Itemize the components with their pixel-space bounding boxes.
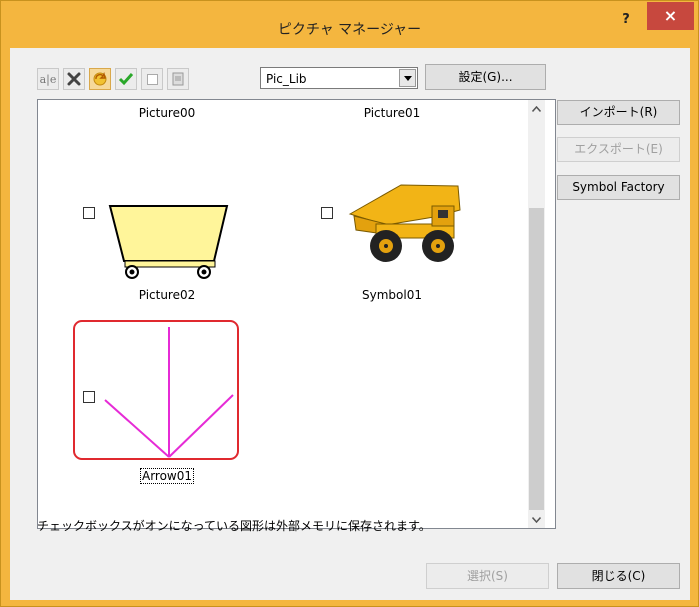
swap-arrows-icon — [93, 71, 107, 86]
chevron-up-icon — [532, 105, 541, 112]
item-checkbox[interactable] — [321, 207, 333, 219]
chevron-down-icon[interactable] — [399, 69, 416, 87]
window-title: ピクチャ マネージャー — [277, 22, 422, 38]
library-select[interactable]: Pic_Lib — [260, 67, 418, 89]
dump-truck-icon — [348, 184, 461, 262]
import-button[interactable]: インポート(R) — [557, 100, 680, 125]
close-button[interactable]: 閉じる(C) — [557, 563, 680, 589]
scroll-up-button[interactable] — [528, 100, 545, 117]
document-icon — [172, 72, 184, 86]
picture-list[interactable]: Picture00 Picture01 Picture02 — [37, 99, 556, 529]
empty-checkbox-icon — [146, 73, 158, 85]
selected-item-text: Arrow01 — [139, 468, 195, 484]
cart-picture-icon — [108, 205, 229, 279]
dialog-client-area: a|e Pic_Lib — [10, 48, 690, 600]
delete-button[interactable] — [63, 68, 85, 90]
list-item-label[interactable]: Picture00 — [138, 106, 196, 120]
rename-icon: a|e — [39, 72, 57, 86]
check-button[interactable] — [115, 68, 137, 90]
help-button[interactable]: ? — [622, 12, 630, 27]
library-select-value: Pic_Lib — [266, 72, 307, 86]
properties-button[interactable] — [167, 68, 189, 90]
close-window-button[interactable]: × — [647, 2, 694, 30]
chevron-down-icon — [532, 516, 541, 523]
scrollbar-thumb[interactable] — [529, 208, 544, 510]
list-item-label[interactable]: Picture02 — [138, 288, 196, 302]
settings-button[interactable]: 設定(G)... — [425, 64, 546, 90]
symbol-factory-button[interactable]: Symbol Factory — [557, 175, 680, 200]
rename-button[interactable]: a|e — [37, 68, 59, 90]
item-checkbox[interactable] — [83, 391, 95, 403]
replace-button[interactable] — [89, 68, 111, 90]
down-arrow-icon — [104, 327, 234, 458]
status-message: チェックボックスがオンになっている図形は外部メモリに保存されます。 — [37, 519, 431, 533]
select-button[interactable]: 選択(S) — [426, 563, 549, 589]
item-checkbox[interactable] — [83, 207, 95, 219]
uncheck-button[interactable] — [141, 68, 163, 90]
title-bar[interactable]: ピクチャ マネージャー ? × — [1, 1, 698, 47]
list-item-label[interactable]: Symbol01 — [362, 288, 422, 302]
list-item-label-selected[interactable]: Arrow01 — [92, 468, 242, 484]
export-button[interactable]: エクスポート(E) — [557, 137, 680, 162]
scroll-down-button[interactable] — [528, 511, 545, 528]
list-item-label[interactable]: Picture01 — [363, 106, 421, 120]
checkmark-icon — [118, 73, 134, 86]
selected-item-highlight — [73, 320, 239, 460]
delete-x-icon — [67, 72, 81, 86]
vertical-scrollbar[interactable] — [528, 100, 545, 528]
